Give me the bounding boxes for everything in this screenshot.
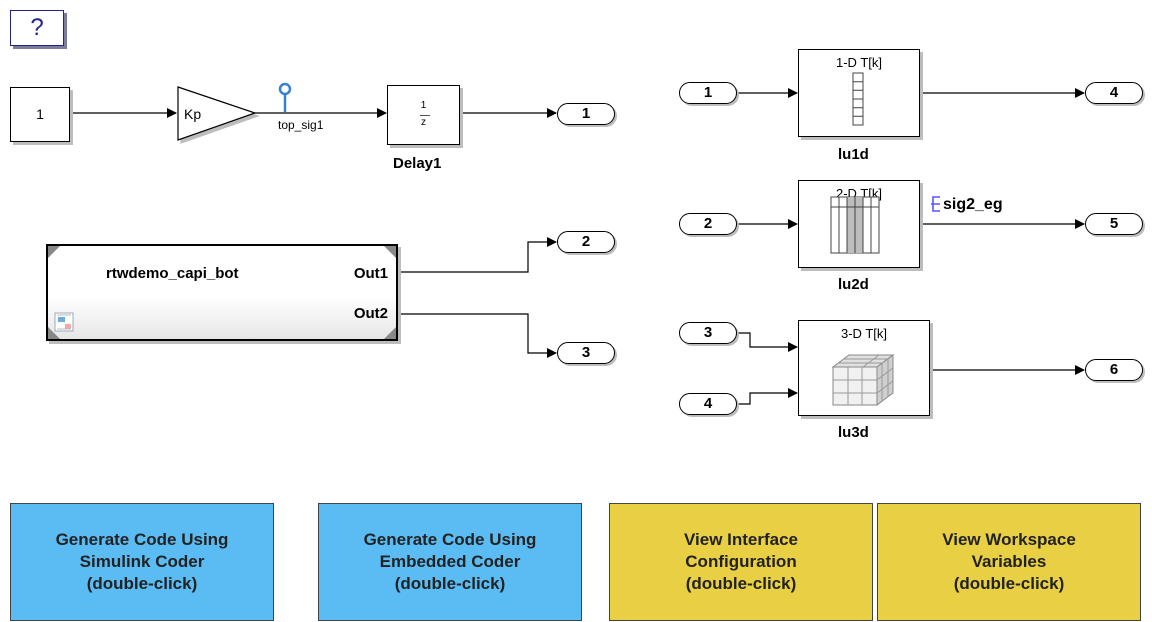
- gain-block[interactable]: Kp: [176, 84, 262, 146]
- outport-6[interactable]: 6: [1085, 359, 1143, 381]
- model-name: rtwdemo_capi_bot: [106, 265, 239, 282]
- lookup-3d-title: 3-D T[k]: [841, 326, 887, 341]
- lookup-2d-icon: [830, 196, 880, 254]
- lookup-1d-title: 1-D T[k]: [836, 55, 882, 70]
- wire-in4-to-lu3d: [737, 388, 798, 405]
- view-workspace-variables-label: View Workspace Variables (double-click): [942, 530, 1076, 593]
- delay-denominator: z: [421, 117, 426, 128]
- wire-out2-bot-to-out3: [398, 313, 557, 358]
- model-reference-icon: [54, 312, 74, 332]
- help-block-text: ?: [30, 14, 44, 41]
- delay-block-name: Delay1: [393, 155, 442, 172]
- lookup-table-3d[interactable]: 3-D T[k]: [798, 320, 930, 416]
- inport-4[interactable]: 4: [679, 393, 737, 415]
- delay-numerator: 1: [420, 100, 427, 111]
- constant-block[interactable]: 1: [10, 87, 70, 142]
- top-signal-label: top_sig1: [278, 118, 324, 132]
- delay-block[interactable]: 1 z: [387, 85, 460, 145]
- signal-log-icon[interactable]: [278, 82, 294, 114]
- constant-value: 1: [36, 106, 44, 122]
- sig2-label: sig2_eg: [943, 196, 1003, 213]
- sig2-test-point-icon: [931, 196, 940, 212]
- view-interface-configuration-label: View Interface Configuration (double-cli…: [683, 530, 799, 593]
- gain-label: Kp: [184, 106, 201, 122]
- outport-2[interactable]: 2: [557, 231, 615, 253]
- model-reference-block[interactable]: rtwdemo_capi_bot Out1 Out2: [46, 244, 398, 341]
- lookup-3d-name: lu3d: [838, 424, 869, 441]
- lookup-2d-name: lu2d: [838, 276, 869, 293]
- inport-3[interactable]: 3: [679, 322, 737, 344]
- lookup-3d-icon: [831, 354, 895, 406]
- model-port-out1: Out1: [353, 265, 388, 282]
- outport-3[interactable]: 3: [557, 342, 615, 364]
- help-block[interactable]: ?: [10, 10, 64, 46]
- generate-code-simulink-coder-button[interactable]: Generate Code Using Simulink Coder (doub…: [10, 503, 274, 621]
- generate-code-embedded-coder-button[interactable]: Generate Code Using Embedded Coder (doub…: [318, 503, 582, 621]
- fraction-bar: [420, 115, 430, 116]
- outport-5[interactable]: 5: [1085, 213, 1143, 235]
- wire-in3-to-lu3d: [737, 332, 798, 352]
- lookup-table-2d[interactable]: 2-D T[k]: [798, 180, 920, 268]
- inport-2[interactable]: 2: [679, 213, 737, 235]
- inport-1[interactable]: 1: [679, 82, 737, 104]
- lookup-1d-icon: [852, 72, 864, 126]
- corner-marks: [48, 246, 396, 339]
- lookup-1d-name: lu1d: [838, 146, 869, 163]
- wire-out1-bot-to-out2: [398, 237, 557, 273]
- outport-1[interactable]: 1: [557, 103, 615, 125]
- lookup-table-1d[interactable]: 1-D T[k]: [798, 49, 920, 137]
- generate-code-simulink-coder-label: Generate Code Using Simulink Coder (doub…: [55, 530, 229, 593]
- model-port-out2: Out2: [353, 305, 388, 322]
- view-workspace-variables-button[interactable]: View Workspace Variables (double-click): [877, 503, 1141, 621]
- generate-code-embedded-coder-label: Generate Code Using Embedded Coder (doub…: [363, 530, 537, 593]
- outport-4[interactable]: 4: [1085, 82, 1143, 104]
- view-interface-configuration-button[interactable]: View Interface Configuration (double-cli…: [609, 503, 873, 621]
